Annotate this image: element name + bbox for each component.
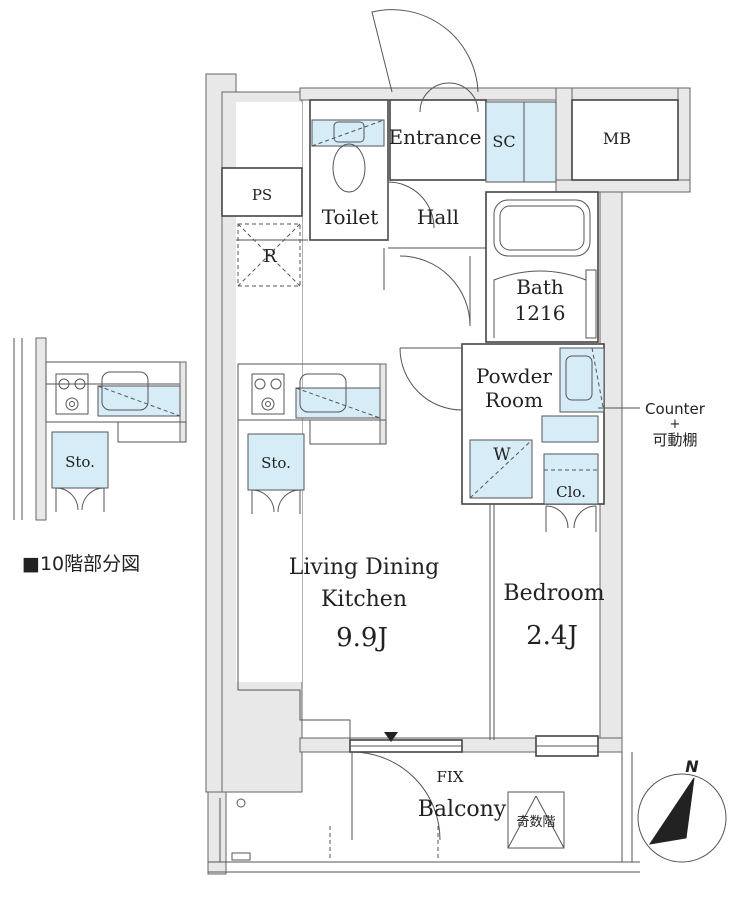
counter-plus: + (670, 417, 681, 432)
washer-label: W (493, 445, 511, 465)
bedroom-size: 2.4J (526, 621, 578, 651)
front-door (371, 9, 479, 93)
north-compass-icon: N (637, 757, 727, 863)
closet-door (545, 505, 597, 529)
ps-shaft (221, 167, 303, 217)
powder-label-2: Room (485, 388, 543, 412)
bath-size-label: 1216 (515, 301, 566, 325)
toilet-door (387, 181, 435, 229)
sto-label: Sto. (261, 454, 291, 472)
storage-door (251, 489, 301, 513)
balcony-door (351, 751, 441, 841)
hall-door (399, 255, 471, 327)
mb-label: MB (603, 129, 631, 148)
entrance-area (389, 99, 487, 181)
refrigerator-label: R (263, 246, 277, 267)
inset-storage (51, 431, 109, 489)
north-label: N (685, 757, 699, 776)
north-wall (299, 87, 691, 101)
bath-room (485, 191, 599, 343)
movable-shelf-note: 可動棚 (652, 431, 697, 449)
ldk-label-2: Kitchen (321, 587, 407, 612)
evacuation-hatch (507, 791, 565, 849)
bath-label: Bath (516, 275, 564, 299)
kitchen-sink-icon (299, 373, 347, 413)
bathtub-icon (493, 199, 591, 257)
entrance-label: Entrance (389, 125, 482, 149)
inset-caption: ■10階部分図 (22, 553, 140, 575)
inset-sto-label: Sto. (65, 453, 95, 471)
inset-closet-door (55, 487, 105, 511)
inset-stove-icon (55, 373, 89, 415)
sc-label: SC (492, 132, 515, 151)
counter-note: Counter (645, 400, 706, 418)
shoe-closet (485, 101, 557, 183)
balcony-label: Balcony (418, 797, 507, 822)
counter-shelf (541, 415, 599, 443)
washbasin-icon (565, 355, 593, 401)
ldk-label-1: Living Dining (289, 555, 440, 580)
ldk-size: 9.9J (336, 623, 388, 653)
evacuation-hatch-label: 奇数階 (516, 814, 555, 830)
toilet-label: Toilet (322, 205, 379, 229)
powder-room-door (399, 347, 463, 411)
hall-label: Hall (417, 205, 459, 229)
bedroom-closet (543, 453, 599, 505)
entry-marker-icon (384, 732, 398, 742)
meter-box (571, 99, 679, 181)
inset-plan: Sto. (13, 337, 187, 521)
kitchen-storage (247, 433, 305, 491)
ps-label: PS (252, 186, 272, 204)
bedroom-label: Bedroom (503, 581, 604, 606)
powder-label-1: Powder (476, 364, 552, 388)
drain-icon (236, 798, 246, 808)
clo-label: Clo. (556, 483, 586, 501)
toilet-bowl-icon (332, 121, 366, 193)
stove-icon (251, 373, 285, 415)
fix-label: FIX (436, 768, 463, 786)
inset-sink-icon (101, 371, 149, 411)
refrigerator-space (237, 223, 301, 287)
